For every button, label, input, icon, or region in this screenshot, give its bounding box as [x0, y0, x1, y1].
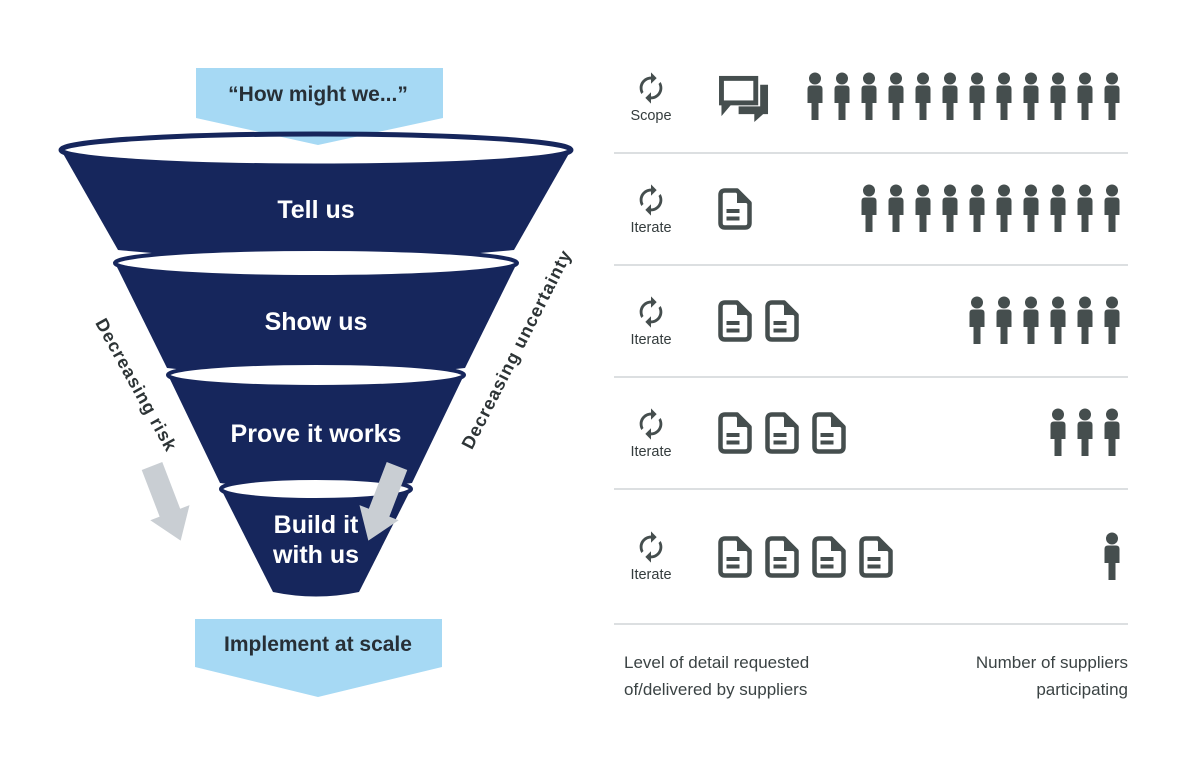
person-icon	[939, 72, 961, 122]
phase-cell: Iterate	[614, 183, 718, 236]
person-icon	[1101, 72, 1123, 122]
person-icon	[939, 184, 961, 234]
document-icon	[765, 300, 799, 342]
document-icon	[718, 536, 752, 578]
funnel-rim-4	[219, 476, 413, 502]
document-icon	[718, 188, 752, 230]
phase-label: Scope	[630, 107, 672, 124]
person-icon	[1047, 72, 1069, 122]
person-icon	[1047, 296, 1069, 346]
phase-label: Iterate	[630, 567, 672, 583]
person-icon	[1074, 296, 1096, 346]
stage-label-build-it-line1: Build it	[274, 511, 359, 539]
suppliers-icons	[966, 296, 1128, 346]
cycle-icon	[634, 407, 668, 441]
detail-icons	[718, 412, 846, 454]
document-icon	[812, 412, 846, 454]
person-icon	[1047, 184, 1069, 234]
person-icon	[966, 296, 988, 346]
person-icon	[912, 72, 934, 122]
person-icon	[1074, 72, 1096, 122]
funnel-rim-3	[166, 361, 466, 389]
axis-captions: Level of detail requested of/delivered b…	[614, 649, 1128, 703]
person-icon	[1020, 72, 1042, 122]
person-icon	[885, 72, 907, 122]
person-icon	[831, 72, 853, 122]
phase-label: Iterate	[630, 443, 672, 460]
person-icon	[1020, 184, 1042, 234]
suppliers-icons	[1101, 532, 1128, 582]
detail-icons	[718, 536, 893, 578]
table-row: Iterate	[614, 490, 1128, 625]
phase-cell: Iterate	[614, 530, 718, 583]
stage-label-tell-us: Tell us	[277, 196, 354, 224]
person-icon	[966, 184, 988, 234]
document-icon	[765, 412, 799, 454]
phase-label: Iterate	[630, 331, 672, 348]
phase-label: Iterate	[630, 219, 672, 236]
person-icon	[993, 296, 1015, 346]
person-icon	[804, 72, 826, 122]
detail-axis-caption: Level of detail requested of/delivered b…	[624, 653, 810, 699]
person-icon	[1074, 408, 1096, 458]
detail-icons	[718, 188, 752, 230]
funnel-diagram: “How might we...” Tell us Show us Prove …	[58, 68, 576, 697]
person-icon	[912, 184, 934, 234]
chat-icon	[718, 73, 771, 122]
detail-icons	[718, 73, 771, 122]
document-icon	[812, 536, 846, 578]
document-icon	[718, 412, 752, 454]
detail-icons	[718, 300, 799, 342]
bottom-banner	[195, 619, 442, 697]
funnel-segment-3	[168, 375, 464, 490]
bottom-banner-label: Implement at scale	[224, 633, 412, 656]
person-icon	[1101, 532, 1123, 582]
person-icon	[1101, 408, 1123, 458]
document-icon	[718, 300, 752, 342]
person-icon	[1020, 296, 1042, 346]
table-row: Iterate	[614, 154, 1128, 266]
person-icon	[1047, 408, 1069, 458]
person-icon	[993, 184, 1015, 234]
stage-label-build-it-line2: with us	[272, 541, 359, 569]
process-table: Scope Iterate	[614, 42, 1128, 703]
top-banner-label: “How might we...”	[228, 83, 408, 106]
table-row: Iterate	[614, 378, 1128, 490]
phase-cell: Scope	[614, 71, 718, 124]
suppliers-icons	[804, 72, 1128, 122]
cycle-icon	[634, 530, 668, 564]
suppliers-axis-caption: Number of suppliers participating	[975, 653, 1128, 699]
document-icon	[859, 536, 893, 578]
top-banner	[196, 68, 443, 145]
suppliers-icons	[858, 184, 1128, 234]
person-icon	[858, 184, 880, 234]
phase-cell: Iterate	[614, 407, 718, 460]
table-row: Iterate	[614, 266, 1128, 378]
cycle-icon	[634, 183, 668, 217]
table-row: Scope	[614, 42, 1128, 154]
funnel-rim-2	[113, 247, 519, 279]
left-down-arrow-icon	[141, 462, 190, 541]
person-icon	[1101, 296, 1123, 346]
cycle-icon	[634, 295, 668, 329]
person-icon	[858, 72, 880, 122]
right-down-arrow-icon	[359, 462, 408, 541]
funnel-segment-1	[61, 150, 571, 260]
person-icon	[1074, 184, 1096, 234]
funnel-segment-2	[115, 263, 517, 377]
funnel-rim-1	[58, 131, 574, 169]
stage-label-prove-it-works: Prove it works	[231, 420, 402, 448]
person-icon	[885, 184, 907, 234]
person-icon	[993, 72, 1015, 122]
suppliers-icons	[1047, 408, 1128, 458]
stage-label-show-us: Show us	[265, 308, 368, 336]
person-icon	[1101, 184, 1123, 234]
person-icon	[966, 72, 988, 122]
document-icon	[765, 536, 799, 578]
phase-cell: Iterate	[614, 295, 718, 348]
cycle-icon	[634, 71, 668, 105]
funnel-rim-1-fill	[61, 134, 571, 166]
